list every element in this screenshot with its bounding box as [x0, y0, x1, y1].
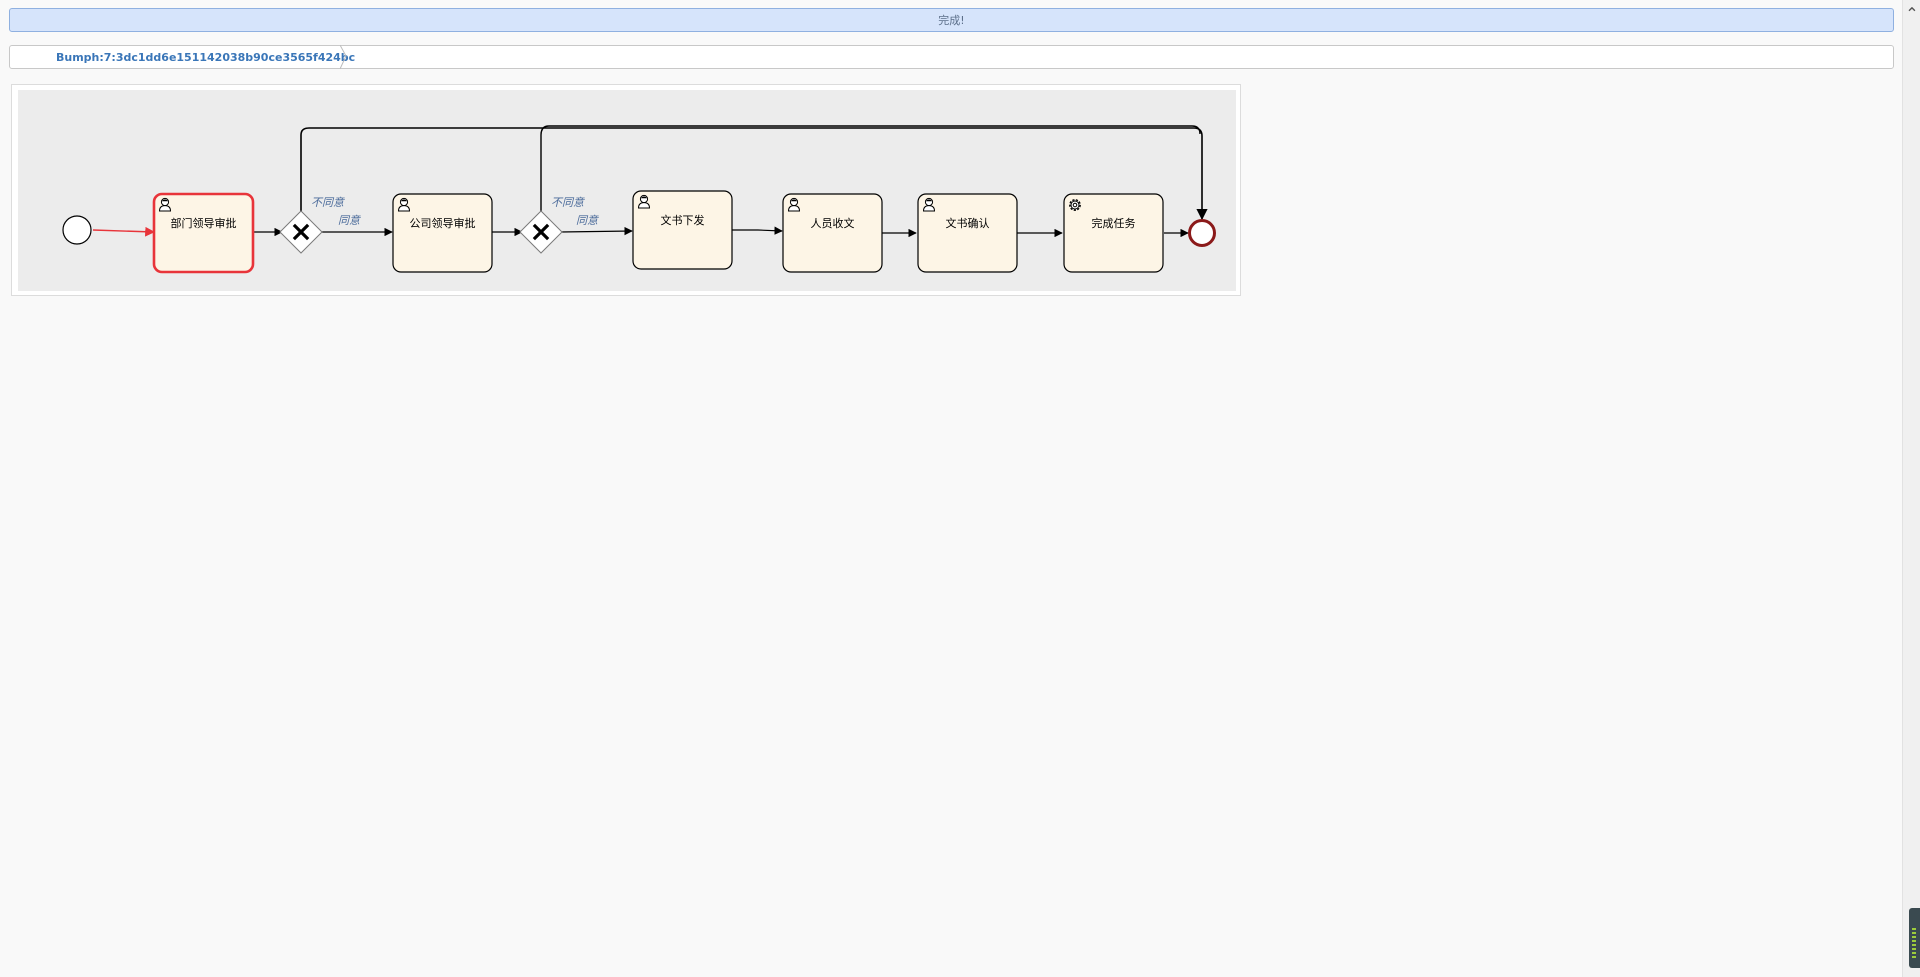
- vertical-scrollbar[interactable]: ⌃: [1902, 0, 1920, 977]
- exclusive-gateway-x-icon: [532, 223, 550, 241]
- end-event[interactable]: [1188, 219, 1216, 247]
- task-label: 完成任务: [1092, 216, 1136, 230]
- scroll-up-arrow-icon[interactable]: ⌃: [1905, 4, 1919, 23]
- flow-gateway2-reject: [540, 125, 1201, 213]
- task-label: 文书下发: [661, 213, 705, 227]
- exclusive-gateway-x-icon: [292, 223, 310, 241]
- status-message-bar: 完成!: [9, 8, 1894, 32]
- flow-label-gateway2-approve: 同意: [576, 214, 599, 227]
- start-event[interactable]: [62, 215, 92, 245]
- flow-label-gateway1-approve: 同意: [338, 214, 361, 227]
- status-message-text: 完成!: [938, 14, 965, 27]
- task-company-leader-approval[interactable]: 公司领导审批: [392, 193, 493, 273]
- task-issue-document[interactable]: 文书下发: [632, 190, 733, 270]
- gear-icon: [1069, 199, 1081, 211]
- task-label: 人员收文: [811, 216, 855, 230]
- breadcrumb: Bumph:7:3dc1dd6e151142038b90ce3565f424bc: [9, 45, 1894, 69]
- flow-gateway2-approve: [559, 226, 633, 236]
- process-diagram-canvas: 不同意 同意 不同意 同意 部门领导审批: [18, 90, 1236, 291]
- side-panel-handle[interactable]: [1909, 908, 1920, 968]
- bpmn-diagram: 不同意 同意 不同意 同意 部门领导审批: [62, 125, 1216, 274]
- signal-bars-icon: [1912, 928, 1916, 960]
- exclusive-gateway-2[interactable]: [519, 210, 563, 254]
- task-confirm-document[interactable]: 文书确认: [917, 193, 1018, 273]
- task-dept-leader-approval[interactable]: 部门领导审批: [152, 192, 255, 274]
- flow-gateway1-reject: [300, 127, 1208, 221]
- process-diagram-frame: 不同意 同意 不同意 同意 部门领导审批: [11, 84, 1241, 296]
- task-label: 公司领导审批: [410, 216, 476, 230]
- exclusive-gateway-1[interactable]: [279, 210, 323, 254]
- flow-start-to-dept: [92, 226, 155, 237]
- breadcrumb-chevron-icon: [340, 45, 347, 69]
- task-label: 文书确认: [946, 216, 990, 230]
- breadcrumb-item-process-definition[interactable]: Bumph:7:3dc1dd6e151142038b90ce3565f424bc: [10, 46, 365, 68]
- task-label: 部门领导审批: [171, 216, 237, 230]
- flow-label-gateway1-reject: 不同意: [311, 196, 345, 209]
- task-complete-task[interactable]: 完成任务: [1063, 193, 1164, 273]
- breadcrumb-item-label: Bumph:7:3dc1dd6e151142038b90ce3565f424bc: [56, 50, 356, 64]
- flow-issue-to-receive: [732, 226, 783, 235]
- flow-label-gateway2-reject: 不同意: [551, 196, 585, 209]
- task-receive-document[interactable]: 人员收文: [782, 193, 883, 273]
